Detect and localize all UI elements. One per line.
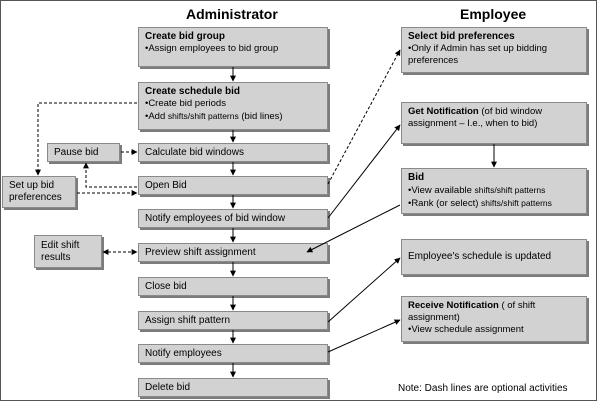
preview-shift-assignment-box: Preview shift assignment	[138, 243, 328, 262]
select-bid-preferences-title: Select bid preferences	[408, 31, 515, 42]
receive-notification-title: Receive Notification	[408, 300, 499, 311]
receive-notification-box: Receive Notification ( of shift assignme…	[401, 296, 587, 342]
open-bid-box: Open Bid	[138, 176, 328, 195]
notify-bid-window-box: Notify employees of bid window	[138, 209, 328, 228]
arrow-assign-to-schedule-updated	[327, 257, 401, 323]
create-bid-group-title: Create bid group	[145, 31, 226, 42]
pause-bid-box: Pause bid	[47, 143, 120, 162]
administrator-header: Administrator	[186, 6, 278, 22]
bid-title: Bid	[408, 172, 425, 183]
get-notification-title: Get Notification	[408, 106, 479, 117]
bid-bullet-2b: shifts/shift patterns	[481, 198, 552, 208]
dashed-open-to-select-preferences	[327, 49, 401, 185]
bid-bullet-1a: •View available	[408, 185, 475, 196]
delete-bid-box: Delete bid	[138, 378, 328, 397]
bid-bullet-2a: •Rank (or select)	[408, 198, 482, 209]
arrow-notify-to-receive-notification	[327, 319, 401, 353]
create-schedule-bid-box: Create schedule bid •Create bid periods …	[138, 82, 328, 130]
set-up-bid-preferences-box: Set up bid preferences	[2, 176, 76, 208]
close-bid-box: Close bid	[138, 277, 328, 296]
arrow-notify-window-to-get-notification	[327, 124, 401, 219]
calculate-bid-windows-box: Calculate bid windows	[138, 143, 328, 162]
get-notification-detail: (of bid window assignment – I.e., when t…	[408, 106, 543, 129]
dashed-schedule-to-preferences	[35, 102, 137, 176]
get-notification-box: Get Notification (of bid window assignme…	[401, 102, 587, 144]
receive-notification-detail: ( of shift assignment)	[408, 300, 536, 323]
arrow-bid-to-preview	[306, 204, 401, 253]
create-schedule-bid-bullet-2a: •Add	[145, 111, 168, 122]
employee-header: Employee	[460, 6, 527, 22]
edit-shift-results-box: Edit shift results	[34, 235, 102, 268]
create-schedule-bid-bullet-2b: shifts/shift patterns	[167, 111, 239, 121]
notify-employees-box: Notify employees	[138, 344, 328, 363]
create-bid-group-box: Create bid group •Assign employees to bi…	[138, 27, 328, 67]
create-schedule-bid-bullet-1: •Create bid periods	[145, 98, 226, 109]
assign-shift-pattern-box: Assign shift pattern	[138, 311, 328, 330]
receive-notification-bullet: •View schedule assignment	[408, 324, 524, 335]
select-bid-preferences-box: Select bid preferences •Only if Admin ha…	[401, 27, 587, 73]
bid-bullet-1b: shifts/shift patterns	[474, 185, 546, 195]
create-schedule-bid-title: Create schedule bid	[145, 86, 241, 97]
bid-box: Bid •View available shifts/shift pattern…	[401, 168, 587, 214]
dashed-open-to-pause	[83, 162, 137, 188]
create-bid-group-bullet: •Assign employees to bid group	[145, 43, 279, 54]
select-bid-preferences-bullet: •Only if Admin has set up bidding prefer…	[408, 43, 548, 66]
schedule-updated-box: Employee's schedule is updated	[401, 239, 587, 275]
create-schedule-bid-bullet-2c: (bid lines)	[238, 111, 283, 122]
dash-lines-note: Note: Dash lines are optional activities	[398, 383, 568, 394]
